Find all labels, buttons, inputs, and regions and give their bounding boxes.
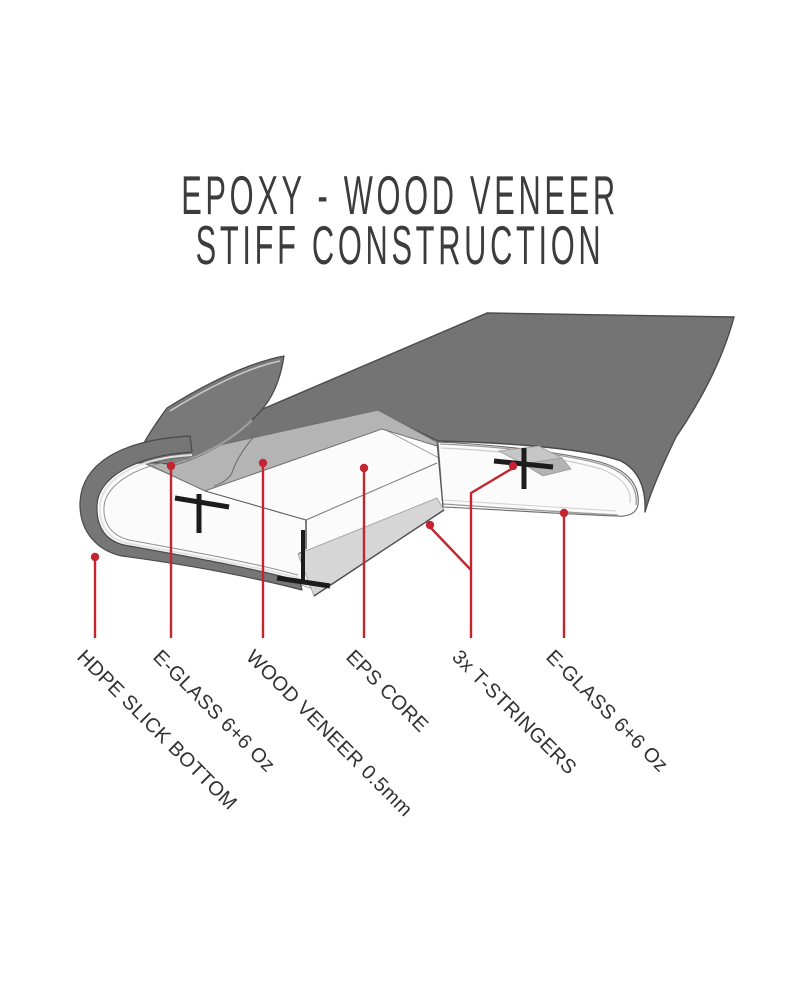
core-right-section	[436, 441, 639, 517]
title-line-1: EPOXY - WOOD VENEER	[181, 164, 619, 226]
t-stringer-left	[174, 494, 230, 533]
t-stringer-bottom	[276, 530, 331, 589]
wood-veneer-layer	[141, 409, 438, 492]
flap-underside-shading	[174, 419, 253, 465]
flap-top-edge-highlight	[169, 360, 281, 412]
right-top-laminate-highlight	[440, 447, 631, 504]
veneer-peel-curve	[213, 431, 259, 487]
callout-leaders	[90, 458, 569, 638]
leader-eglass-left	[166, 461, 176, 638]
title-line-2: STIFF CONSTRUCTION	[195, 214, 605, 276]
left-rail-wrap	[79, 435, 303, 591]
right-bottom-laminate-line	[442, 503, 619, 516]
t-stringer-right	[493, 445, 572, 489]
page-title: EPOXY - WOOD VENEER STIFF CONSTRUCTION	[0, 164, 800, 276]
leader-eps-core	[359, 463, 369, 638]
leader-eglass-right	[559, 508, 569, 638]
right-bottom-laminate-highlight	[442, 499, 617, 512]
rail-laminate-line	[103, 458, 299, 576]
leader-t-stringers	[425, 461, 518, 638]
right-top-laminate-line	[439, 443, 637, 506]
eps-core-block	[204, 462, 438, 555]
leader-hdpe-slick-bottom	[90, 552, 100, 638]
rail-laminate-highlight	[98, 454, 300, 579]
right-section-cut-edge	[436, 441, 444, 508]
shelf-front-edge	[313, 509, 445, 597]
leader-wood-veneer	[258, 458, 268, 638]
